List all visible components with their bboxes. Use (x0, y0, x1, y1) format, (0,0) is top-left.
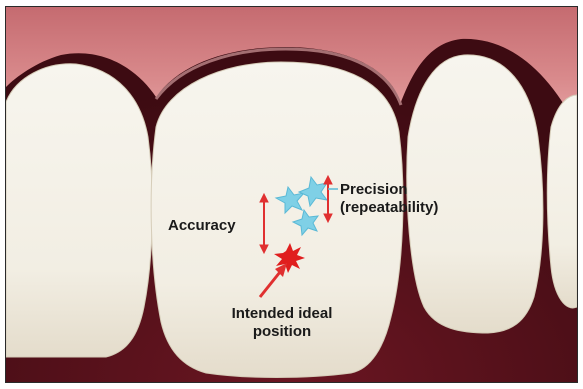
precision-label: Precision (repeatability) (340, 181, 438, 217)
accuracy-label: Accuracy (168, 217, 236, 235)
ideal-label-line2: position (202, 323, 362, 341)
precision-label-line1: Precision (340, 181, 438, 199)
ideal-label-line1: Intended ideal (202, 305, 362, 323)
intended-ideal-position-label: Intended ideal position (202, 305, 362, 341)
photo-frame: Accuracy Precision (repeatability) Inten… (5, 6, 578, 383)
tooth-far-right (547, 95, 577, 308)
precision-label-line2: (repeatability) (340, 199, 438, 217)
tooth-left (6, 64, 152, 357)
